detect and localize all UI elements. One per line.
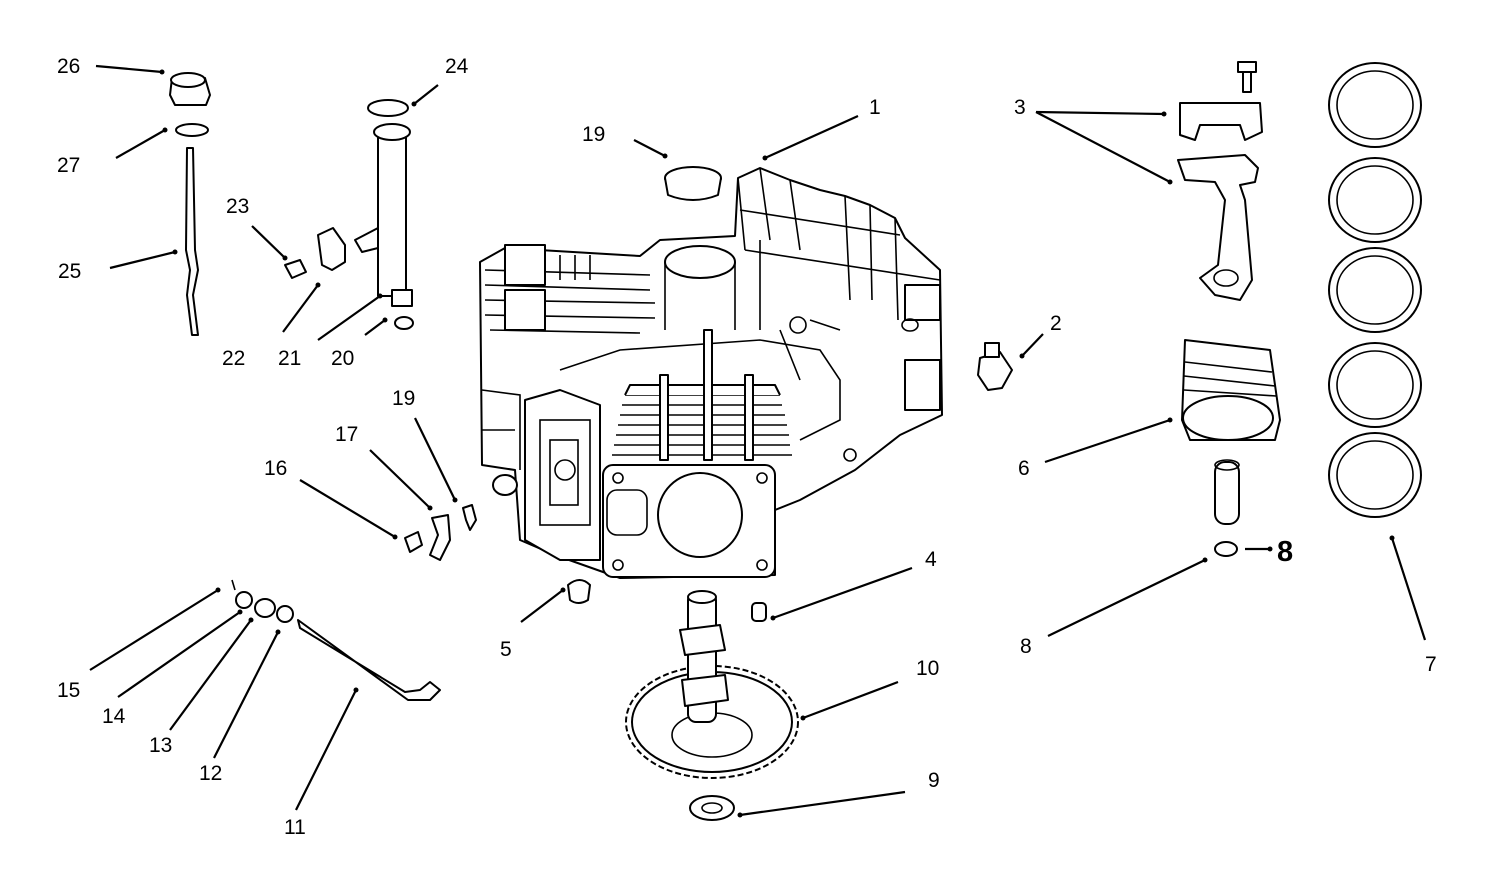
breather-nipple: [984, 342, 1000, 358]
callout-25: 25: [58, 260, 81, 283]
governor-clip: [462, 504, 477, 531]
callout-13: 13: [149, 734, 172, 757]
callout-2: 2: [1050, 312, 1062, 335]
thrust-washer-inner: [701, 802, 723, 814]
callout-8: 8: [1020, 635, 1032, 658]
callout-7: 7: [1425, 653, 1437, 676]
connecting-rod: [1177, 61, 1263, 301]
callout-16: 16: [264, 457, 287, 480]
callout-20: 20: [331, 347, 354, 370]
washer-14: [235, 591, 253, 609]
callout-14: 14: [102, 705, 126, 728]
crankcase-block: [479, 167, 943, 579]
plug: [567, 579, 591, 604]
governor-lever: [429, 514, 451, 561]
leader-dots: [159, 69, 1395, 818]
piston-rings: [1328, 62, 1422, 518]
callout-1: 1: [869, 96, 881, 119]
thrust-washer: [689, 795, 735, 821]
callout-17: 17: [335, 423, 358, 446]
dowel-pin: [751, 602, 767, 622]
callout-12: 12: [199, 762, 222, 785]
callout-21: 21: [278, 347, 301, 370]
callout-4: 4: [925, 548, 937, 571]
callout-23: 23: [226, 195, 249, 218]
camshaft-gear: [625, 590, 799, 779]
piston: [1181, 339, 1281, 557]
leader-lines: [89, 64, 1427, 817]
callout-3: 3: [1014, 96, 1026, 119]
callout-11: 11: [284, 816, 306, 839]
callout-19-top: 19: [582, 123, 605, 146]
governor-shaft: [297, 619, 441, 701]
callout-19-left: 19: [392, 387, 415, 410]
oil-fill-tube: [354, 99, 414, 330]
washer-12: [276, 605, 294, 623]
callout-24: 24: [445, 55, 469, 78]
callout-9: 9: [928, 769, 940, 792]
callout-6: 6: [1018, 457, 1030, 480]
callout-22: 22: [222, 347, 245, 370]
callout-5: 5: [500, 638, 512, 661]
dipstick: [169, 72, 211, 336]
tube-bracket: [317, 227, 346, 271]
pin-15: [231, 579, 236, 591]
callout-26: 26: [57, 55, 80, 78]
callout-15: 15: [57, 679, 80, 702]
callout-8-bold: 8: [1277, 536, 1293, 568]
bushing-13: [254, 598, 276, 618]
callout-27: 27: [57, 154, 80, 177]
callout-10: 10: [916, 657, 939, 680]
callout-labels: 26 27 25 23 22 21 20 24 19 1 3 2 6 8 8 7…: [57, 55, 1437, 839]
bracket-screw: [284, 259, 307, 279]
governor-bolt: [404, 531, 423, 553]
